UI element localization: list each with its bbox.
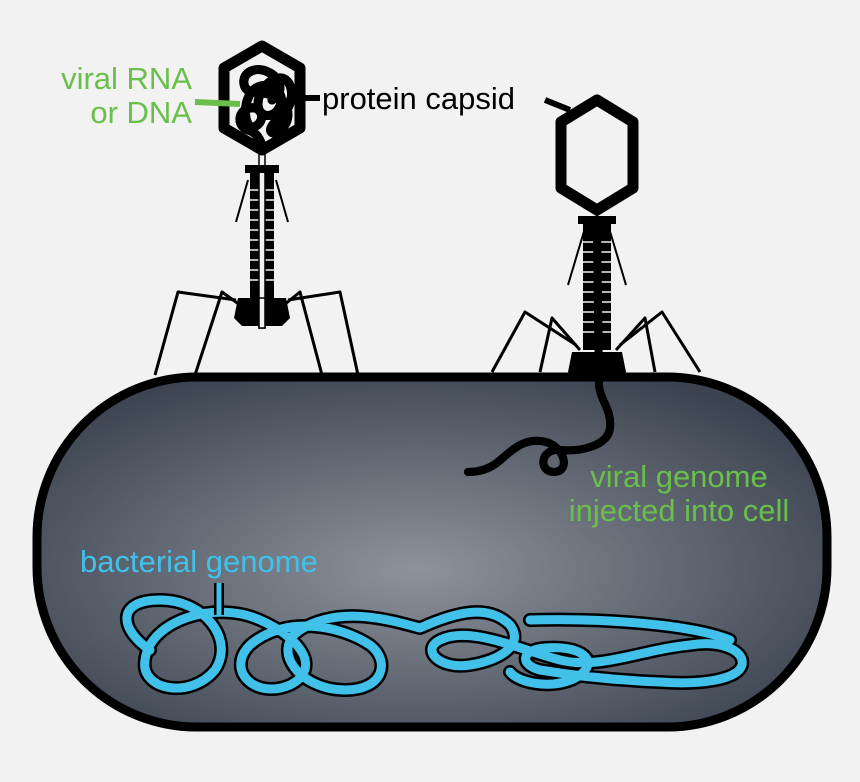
viral-genome-label-line1: viral genome [590, 459, 768, 494]
viral-rna-label-line1: viral RNA [61, 61, 192, 96]
protein-capsid-label: protein capsid [322, 81, 516, 116]
bacterial-genome-label: bacterial genome [80, 544, 318, 579]
viral-genome-label: viral genome injected into cell [540, 460, 818, 528]
viral-rna-label-line2: or DNA [90, 95, 192, 130]
bacteriophage-injecting [464, 94, 702, 476]
bacteriophage-attached [153, 40, 360, 376]
viral-rna-label: viral RNA or DNA [20, 62, 192, 130]
bacterial-cell-body [32, 372, 832, 732]
viral-genome-label-line2: injected into cell [568, 493, 790, 528]
